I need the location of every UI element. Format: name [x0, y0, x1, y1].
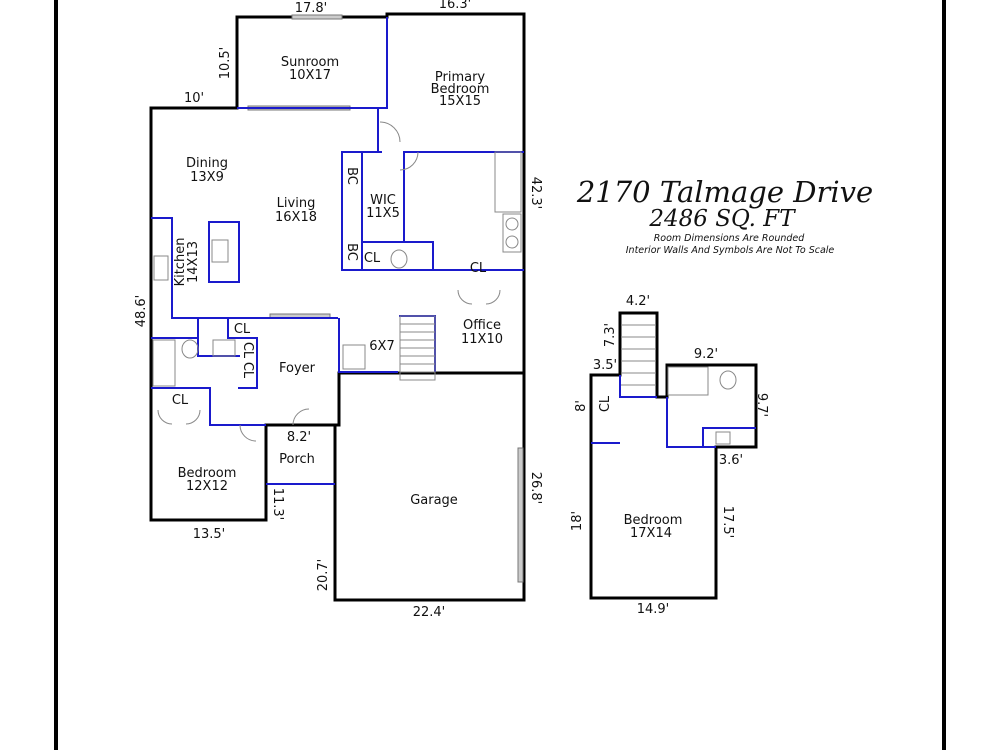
note-scale: Interior Walls And Symbols Are Not To Sc…: [626, 245, 835, 256]
washer-icon: [342, 344, 366, 370]
door-swing-icon: [292, 408, 310, 426]
dimension: 9.7': [754, 393, 769, 417]
upper-floor-walls: [589, 311, 758, 600]
office-size: 11X10: [461, 332, 503, 347]
kitchen-label: Kitchen: [173, 238, 188, 287]
kitchen-size: 14X13: [186, 241, 201, 283]
toilet-icon: [390, 249, 408, 269]
laundry-size: 6X7: [369, 339, 394, 354]
dimension: 10.5': [218, 47, 233, 80]
dimension: 17.8': [295, 1, 328, 16]
dimension: 18': [570, 511, 585, 531]
primary-bedroom-label-2: Bedroom: [431, 82, 490, 97]
note-rounded: Room Dimensions Are Rounded: [654, 233, 806, 244]
dimension: 7.3': [603, 323, 618, 347]
sink-icon: [211, 239, 229, 263]
stove-icon: [153, 255, 169, 281]
fixtures: [152, 121, 522, 442]
washer-dryer-icon: [502, 213, 522, 253]
main-floor-interior-walls: [151, 17, 524, 485]
bc-label: BC: [344, 243, 359, 261]
bathtub-icon: [152, 339, 176, 387]
wic-label: WIC: [370, 193, 396, 208]
dimension: 14.9': [637, 602, 670, 617]
dimension: 4.2': [626, 294, 650, 309]
bc-label: BC: [344, 167, 359, 185]
cl-label: CL: [598, 395, 613, 412]
foyer-label: Foyer: [279, 361, 316, 376]
door-swing-icon: [379, 121, 401, 143]
bedroom-size: 12X12: [186, 479, 228, 494]
cl-label: CL: [240, 342, 255, 359]
dimension: 3.5': [593, 358, 617, 373]
dining-size: 13X9: [190, 170, 224, 185]
sink-icon: [715, 431, 731, 445]
dimension: 16.3': [439, 0, 472, 12]
stairs-icon: [399, 315, 436, 381]
dimension: 8.2': [287, 430, 311, 445]
dimension: 20.7': [316, 559, 331, 592]
office-label: Office: [463, 318, 501, 333]
square-footage: 2486 SQ. FT: [648, 206, 796, 232]
dimension: 10': [184, 91, 204, 106]
upper-bedroom-label: Bedroom: [624, 513, 683, 528]
upper-bedroom-size: 17X14: [630, 526, 672, 541]
living-label: Living: [277, 196, 316, 211]
dimension: 42.3': [528, 177, 543, 210]
sunroom-window: [291, 14, 343, 20]
dimension: 11.3': [270, 488, 285, 521]
door-swing-icon: [399, 151, 419, 171]
dimension: 9.2': [694, 347, 718, 362]
property-address: 2170 Talmage Drive: [576, 175, 873, 209]
dimension: 13.5': [193, 527, 226, 542]
sunroom-label: Sunroom: [281, 55, 339, 70]
dimension: 3.6': [719, 453, 743, 468]
dimension: 8': [574, 400, 589, 412]
cl-label: CL: [470, 261, 487, 276]
shower-icon: [667, 366, 709, 396]
cl-label: CL: [234, 322, 251, 337]
toilet-icon: [181, 339, 199, 359]
fireplace-icon: [494, 151, 522, 213]
cl-label: CL: [364, 251, 381, 266]
bedroom-label: Bedroom: [178, 466, 237, 481]
sink-icon: [212, 339, 236, 357]
dining-label: Dining: [186, 156, 228, 171]
stairs-icon: [621, 324, 656, 386]
toilet-icon: [719, 370, 737, 390]
sunroom-size: 10X17: [289, 68, 331, 83]
living-size: 16X18: [275, 210, 317, 225]
wic-size: 11X5: [366, 206, 400, 221]
dimension: 26.8': [528, 472, 543, 505]
dimension: 17.5': [720, 506, 735, 539]
dimension: 48.6': [134, 295, 149, 328]
closet-door-icon: [457, 289, 501, 305]
garage-label: Garage: [410, 493, 458, 508]
primary-bedroom-label: Primary: [435, 70, 486, 85]
dimension: 22.4': [413, 605, 446, 620]
closet-door-icon: [157, 409, 201, 425]
door-swing-icon: [239, 424, 257, 442]
porch-label: Porch: [279, 452, 315, 467]
cl-label: CL: [172, 393, 189, 408]
primary-bedroom-size: 15X15: [439, 94, 481, 109]
cl-label: CL: [240, 362, 255, 379]
garage-door[interactable]: [517, 447, 524, 583]
